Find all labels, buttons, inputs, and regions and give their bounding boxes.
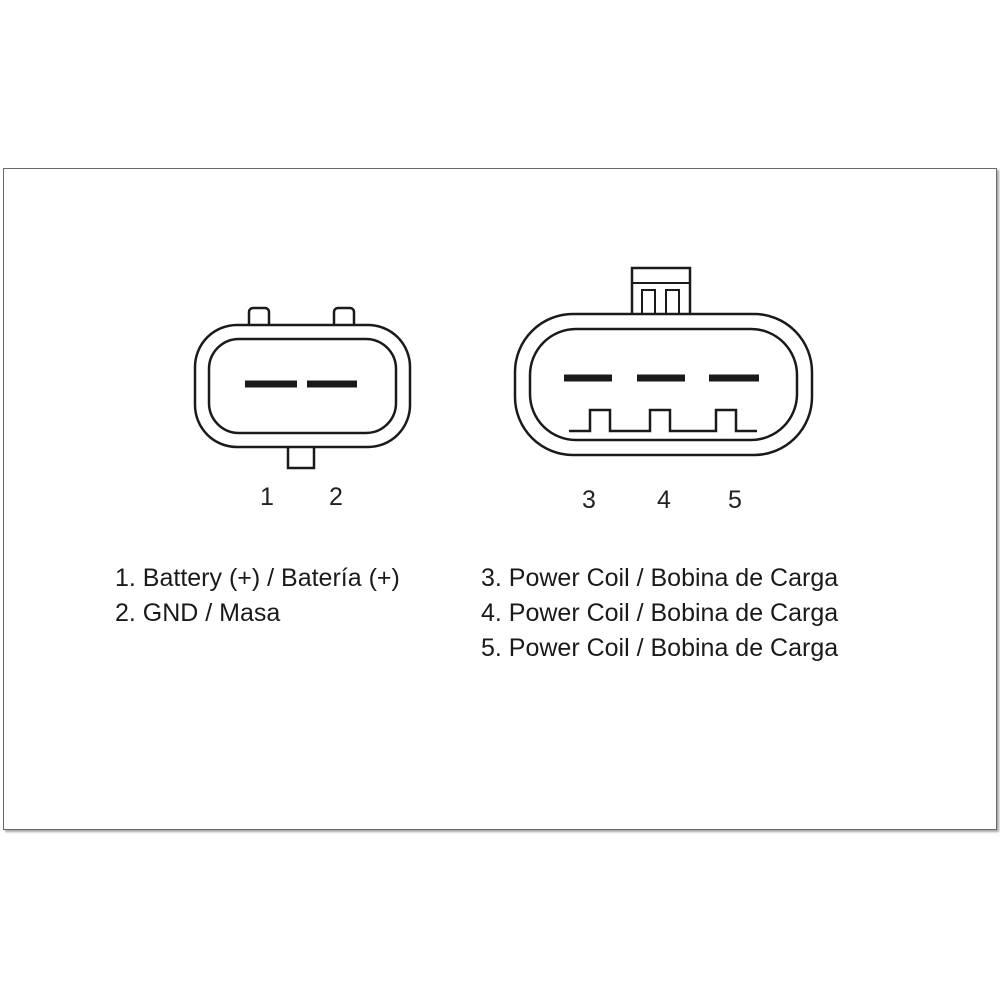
legend-item-5: 5. Power Coil / Bobina de Carga <box>481 634 839 662</box>
pin-number-2: 2 <box>329 483 343 511</box>
legend-item-1: 1. Battery (+) / Batería (+) <box>115 564 400 592</box>
connector-2-pin <box>193 306 412 470</box>
legend-item-2: 2. GND / Masa <box>115 599 281 627</box>
legend-right: 3. Power Coil / Bobina de Carga 4. Power… <box>481 561 838 666</box>
legend-item-4: 4. Power Coil / Bobina de Carga <box>481 599 839 627</box>
legend-item-3: 3. Power Coil / Bobina de Carga <box>481 564 839 592</box>
connector-3-pin-cavity-keys <box>569 408 757 433</box>
diagram-frame <box>3 168 997 830</box>
connector-2-pin-inner-cavity <box>207 337 398 435</box>
legend-left: 1. Battery (+) / Batería (+) 2. GND / Ma… <box>115 561 400 631</box>
connector-3-pin <box>513 266 814 457</box>
connector-3-pin-latch <box>630 266 692 322</box>
pin-number-5: 5 <box>728 486 742 514</box>
pin-number-1: 1 <box>260 483 274 511</box>
pin-number-3: 3 <box>582 486 596 514</box>
connector-3-pin-inner-cavity <box>528 327 799 442</box>
pin-number-4: 4 <box>657 486 671 514</box>
